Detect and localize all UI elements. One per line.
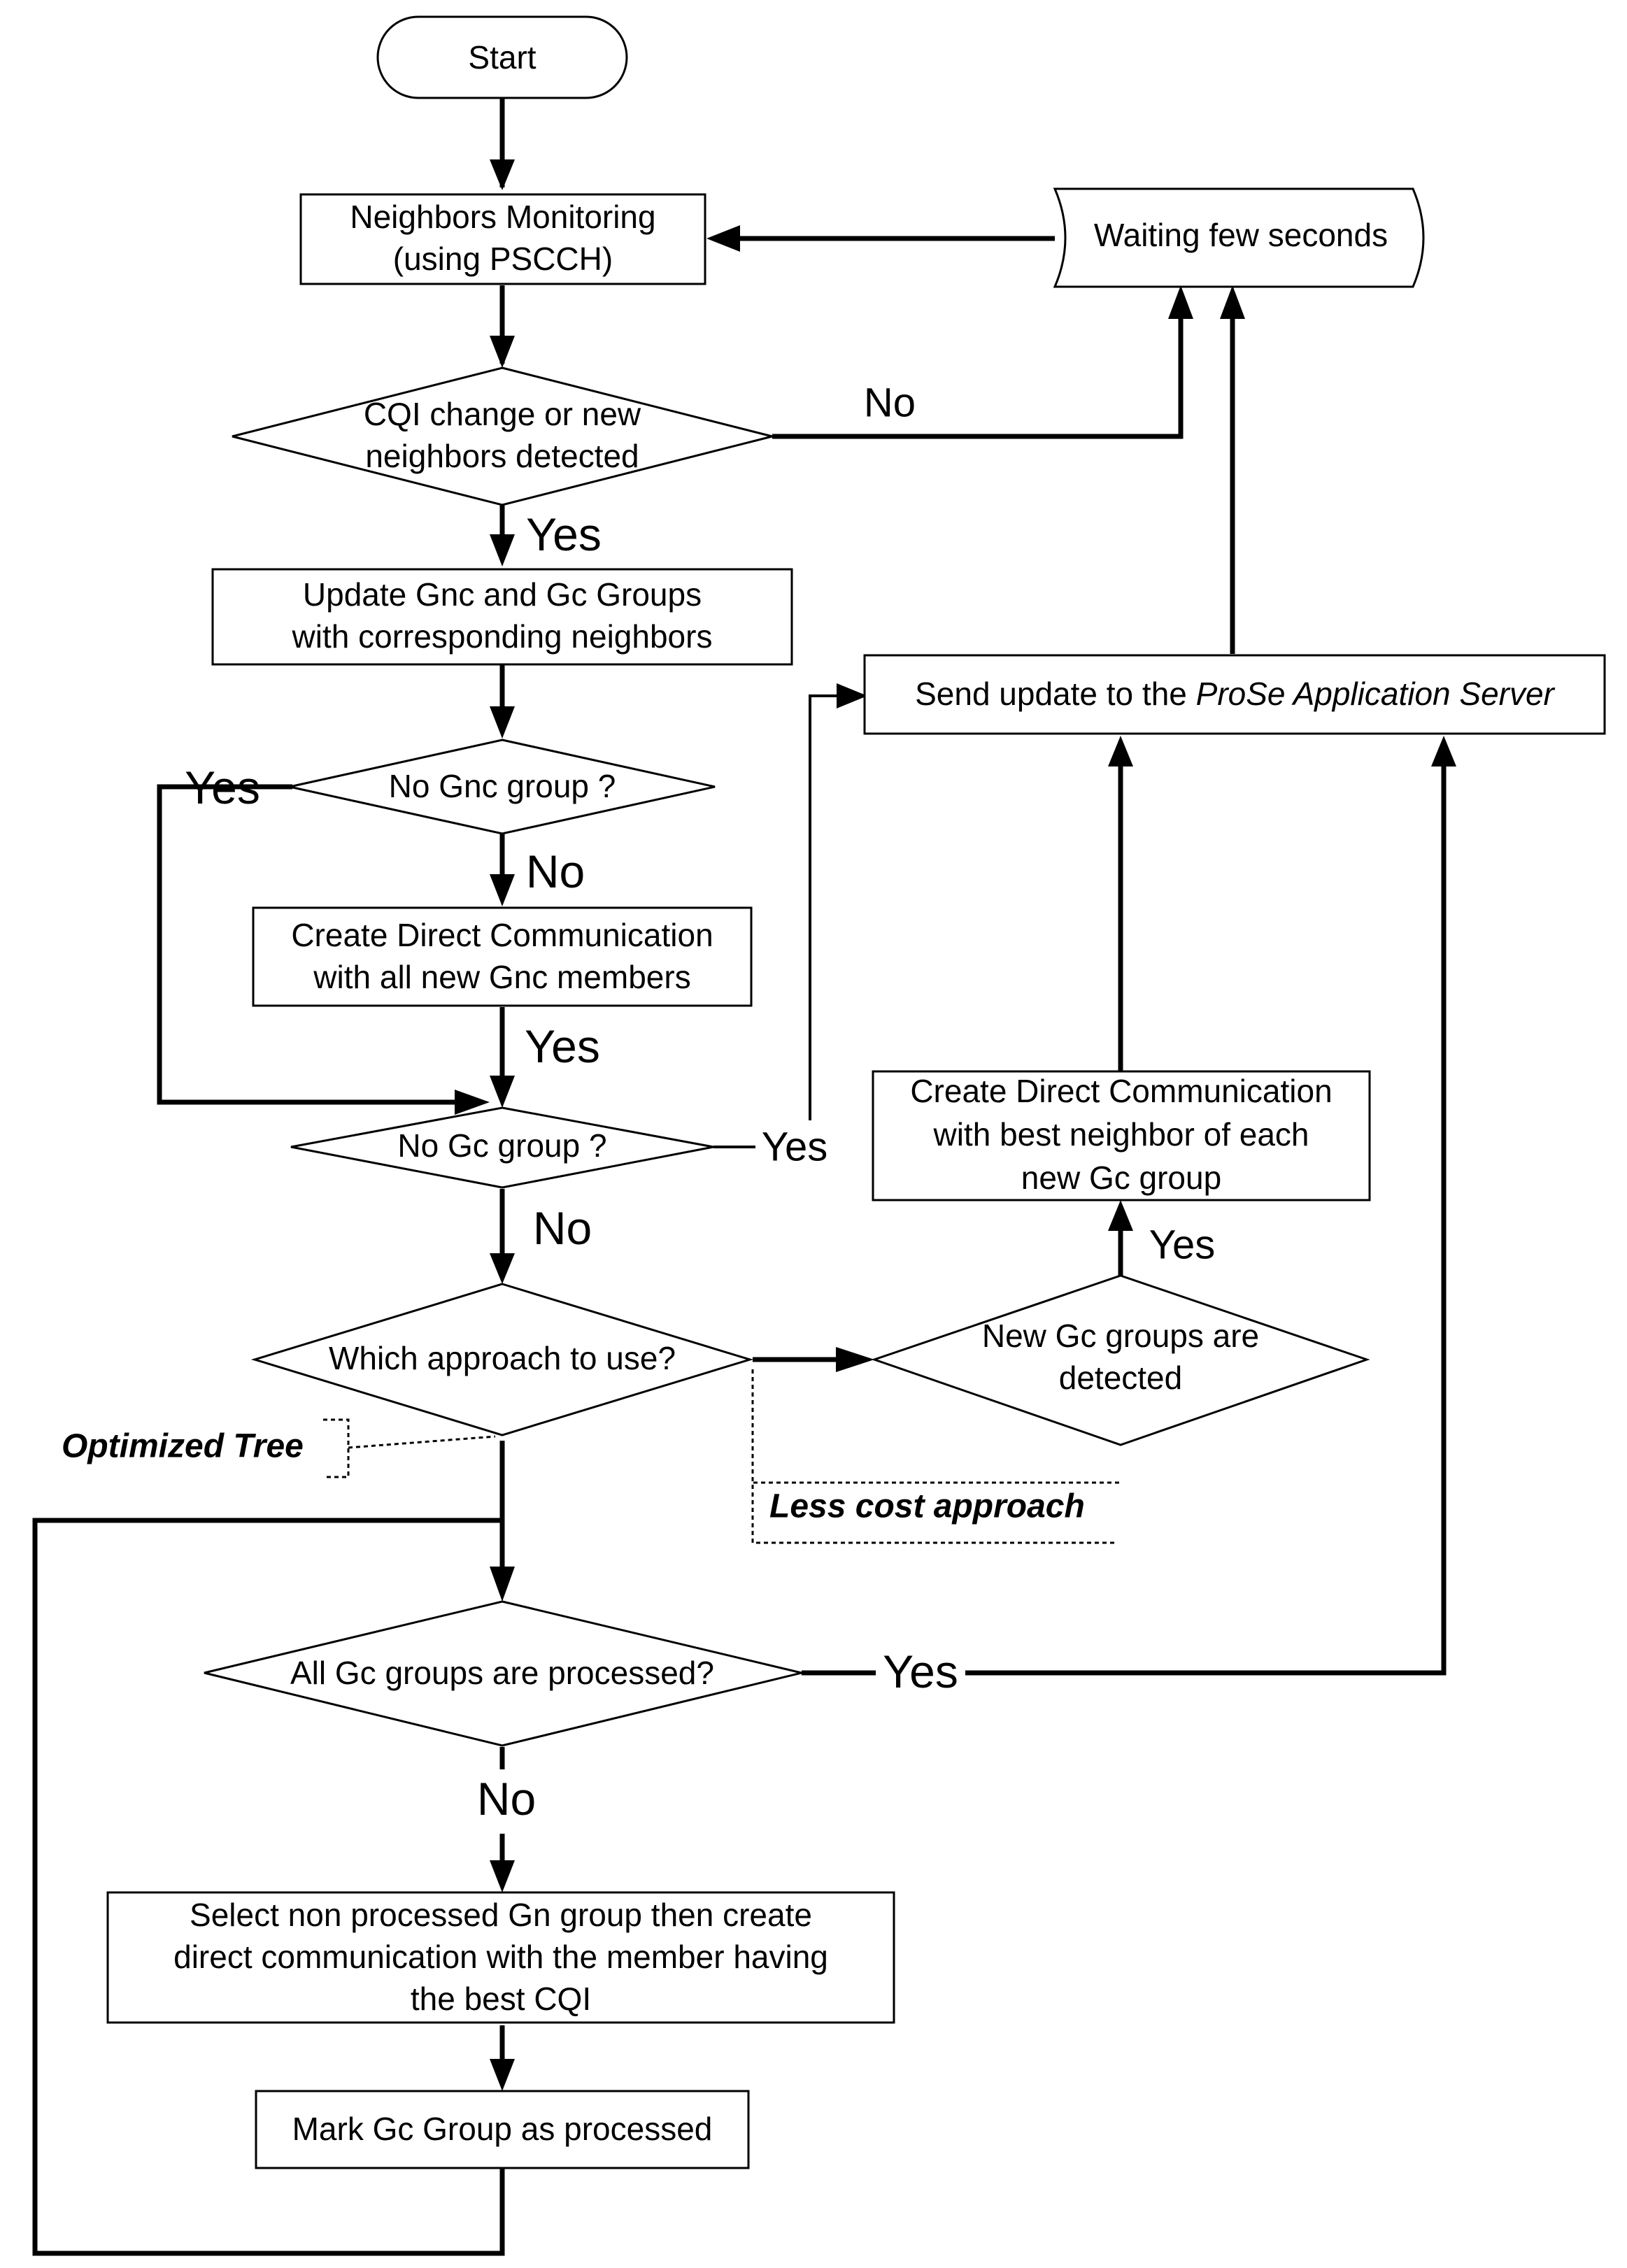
new-gc-line-2: detected [1059,1360,1182,1396]
no-gnc-label: No Gnc group ? [389,768,616,804]
arrow-nogc-no-to-which-head [490,1253,515,1284]
send-update-emphasis: ProSe Application Server [1196,676,1556,712]
arrow-nognc-yes-to-nogc-head [455,1090,490,1115]
arrow-waiting-to-monitor-head [706,225,740,252]
select-line-3: the best CQI [411,1981,591,2017]
update-line-2: with corresponding neighbors [292,618,713,655]
arrow-create-to-nogc-head [490,1076,515,1108]
arrow-which-to-allgc-head [490,1567,515,1602]
arrow-cqi-no-to-waiting [772,308,1184,439]
create-gnc-line-2: with all new Gnc members [313,959,690,995]
optimized-leader [348,1435,496,1449]
select-line-2: direct communication with the member hav… [173,1939,828,1975]
cqi-line-2: neighbors detected [365,438,639,474]
label-cqi-no: No [864,380,916,426]
arrow-allgc-no-to-select-head [490,1860,515,1892]
select-group-node: Select non processed Gn group then creat… [106,1891,895,2024]
select-line-1: Select non processed Gn group then creat… [190,1897,812,1933]
arrow-select-to-mark-head [490,2059,515,2091]
mark-group-node: Mark Gc Group as processed [255,2090,750,2169]
label-new-gc-yes: Yes [1149,1222,1216,1268]
start-label: Start [468,39,536,76]
send-update-label: Send update to the ProSe Application Ser… [915,676,1555,712]
monitor-line-1: Neighbors Monitoring [350,199,655,235]
annotation-optimized-tree: Optimized Tree [62,1428,304,1465]
which-approach-decision: Which approach to use? [250,1283,754,1436]
arrow-createbest-to-send-head [1108,736,1133,766]
create-gnc-line-1: Create Direct Communication [291,917,713,953]
label-create-gnc-yes: Yes [525,1020,600,1072]
no-gc-label: No Gc group ? [397,1127,606,1164]
create-best-line-2: with best neighbor of each [932,1116,1309,1153]
label-all-no: No [477,1773,536,1825]
arrow-update-to-nognc-head [490,706,515,739]
arrow-cqi-yes-to-update-head [490,534,515,566]
annotations: Optimized Tree Less cost approach [62,1428,1085,1525]
edge-labels: No Yes Yes No Yes Yes No Yes Yes No [185,380,1215,1825]
arrow-allgc-yes-to-send-b [965,755,1447,1676]
create-best-line-1: Create Direct Communication [910,1073,1332,1109]
arrow-monitor-to-cqi-head [490,336,515,368]
update-groups-node: Update Gnc and Gc Groups with correspond… [211,568,793,666]
all-processed-decision: All Gc groups are processed? [204,1600,802,1747]
new-gc-line-1: New Gc groups are [982,1318,1259,1354]
create-best-node: Create Direct Communication with best ne… [872,1070,1371,1201]
label-gnc-no: No [526,846,585,897]
arrow-mark-loop-back [32,1518,505,2256]
new-gc-decision: New Gc groups are detected [871,1274,1370,1446]
label-gc-yes: Yes [762,1125,828,1170]
send-update-node: Send update to the ProSe Application Ser… [863,654,1606,735]
waiting-node: Waiting few seconds [1053,187,1425,288]
cqi-line-1: CQI change or new [364,396,641,432]
label-gnc-yes: Yes [185,762,260,813]
update-line-1: Update Gnc and Gc Groups [303,576,702,613]
which-approach-label: Which approach to use? [329,1340,676,1376]
start-node: Start [376,15,628,99]
arrow-newgc-yes-to-createbest-head [1108,1200,1133,1231]
label-all-yes: Yes [883,1646,958,1697]
waiting-label: Waiting few seconds [1094,217,1388,253]
label-cqi-yes: Yes [526,508,602,560]
connectors [32,98,1456,2256]
monitor-node: Neighbors Monitoring (using PSCCH) [299,193,706,285]
send-update-prefix: Send update to the [915,676,1196,712]
no-gc-decision: No Gc group ? [290,1106,714,1189]
mark-group-label: Mark Gc Group as processed [292,2111,713,2147]
create-gnc-node: Create Direct Communication with all new… [252,906,753,1007]
arrow-cqi-no-to-waiting-head [1168,285,1193,319]
all-processed-label: All Gc groups are processed? [290,1655,714,1691]
annotation-less-cost: Less cost approach [769,1488,1085,1525]
arrow-nognc-yes-to-nogc [157,784,462,1105]
monitor-line-2: (using PSCCH) [393,241,613,277]
arrow-nogc-yes-to-send-head [837,683,867,708]
arrow-allgc-yes-to-send-head [1431,736,1456,766]
arrow-nognc-no-to-create-head [490,874,515,906]
arrow-which-to-newgc-head [836,1347,874,1372]
arrow-nogc-yes-to-send-b [809,694,843,1120]
lesscost-bracket-b [751,1369,1116,1544]
arrow-start-to-monitor-head [490,159,515,190]
optimized-bracket [323,1418,350,1478]
cqi-decision: CQI change or new neighbors detected [232,366,773,506]
no-gnc-decision: No Gnc group ? [289,739,716,835]
arrow-send-to-waiting-head [1220,285,1245,319]
create-best-line-3: new Gc group [1021,1160,1221,1196]
label-gc-no: No [533,1202,592,1254]
